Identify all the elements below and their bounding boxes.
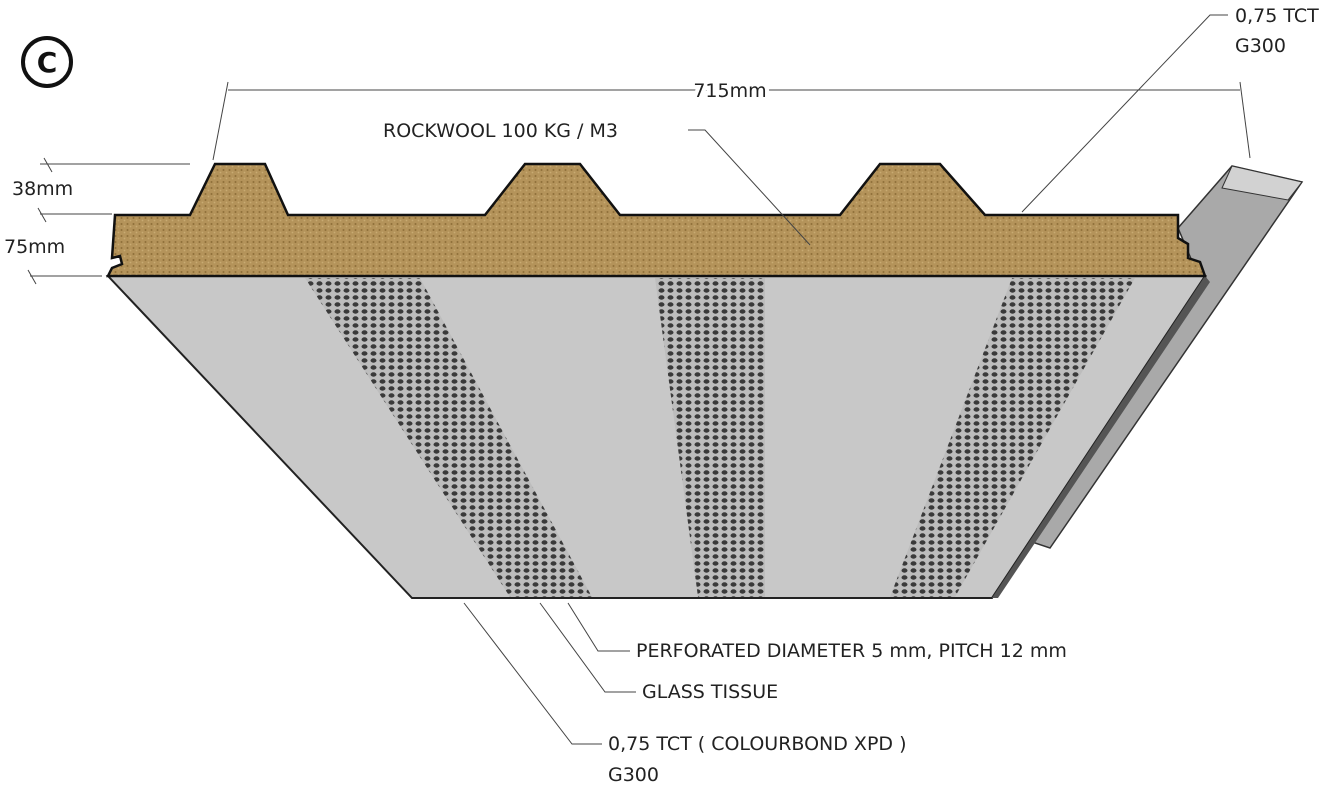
svg-text:0,75 TCT: 0,75 TCT [1235, 5, 1319, 27]
svg-text:ROCKWOOL 100 KG / M3: ROCKWOOL 100 KG / M3 [383, 120, 618, 142]
svg-text:GLASS TISSUE: GLASS TISSUE [642, 681, 778, 703]
svg-text:75mm: 75mm [4, 236, 65, 258]
svg-text:G300: G300 [1235, 35, 1286, 57]
svg-text:0,75 TCT ( COLOURBOND XPD ): 0,75 TCT ( COLOURBOND XPD ) [608, 733, 907, 755]
dimension-width: 715mm [212, 76, 1251, 161]
svg-text:G300: G300 [608, 764, 659, 786]
copyright-icon: C [21, 36, 73, 88]
svg-text:715mm: 715mm [693, 80, 766, 102]
label-bottom-sheet: 0,75 TCT ( COLOURBOND XPD ) G300 [463, 602, 907, 786]
svg-text:38mm: 38mm [12, 178, 73, 200]
label-glass-tissue: GLASS TISSUE [539, 602, 778, 703]
label-perforation: PERFORATED DIAMETER 5 mm, PITCH 12 mm [567, 602, 1067, 662]
label-core: ROCKWOOL 100 KG / M3 [383, 120, 811, 246]
label-top-sheet: 0,75 TCT G300 [1021, 5, 1319, 213]
perforated-strip [655, 278, 765, 597]
perforated-strip [305, 278, 592, 597]
rockwool-core [105, 162, 1207, 278]
dimension-rib-height: 38mm 75mm [4, 157, 190, 285]
perforated-strip [890, 278, 1135, 597]
svg-text:PERFORATED DIAMETER 5 mm, PITC: PERFORATED DIAMETER 5 mm, PITCH 12 mm [636, 640, 1067, 662]
svg-text:C: C [37, 46, 58, 79]
